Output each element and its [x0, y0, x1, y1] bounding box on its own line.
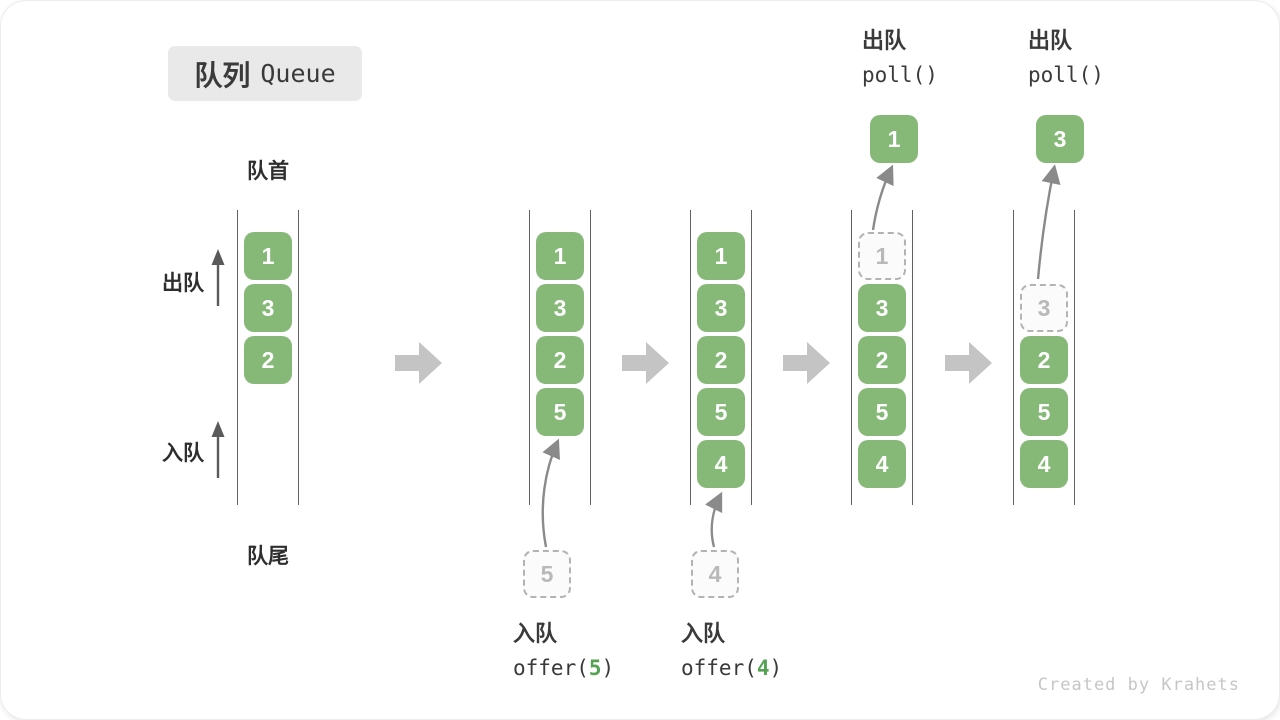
queue-container-5 — [1013, 210, 1075, 505]
op-call: offer(5) — [513, 651, 614, 685]
op-label-offer-4: 入队 offer(4) — [681, 617, 782, 685]
label-queue-front: 队首 — [247, 160, 289, 183]
call-open: offer( — [513, 656, 589, 680]
credit-watermark: Created by Krahets — [1037, 675, 1240, 695]
pending-cell: 4 — [691, 550, 739, 598]
title-badge: 队列 Queue — [168, 46, 362, 101]
label-queue-rear: 队尾 — [247, 545, 289, 568]
queue-cell: 5 — [1020, 388, 1068, 436]
op-call: offer(4) — [681, 651, 782, 685]
queue-cell: 3 — [697, 284, 745, 332]
label-enqueue: 入队 — [162, 442, 204, 465]
op-call: poll() — [862, 63, 938, 87]
queue-cell: 2 — [244, 336, 292, 384]
queue-cell: 1 — [536, 232, 584, 280]
queue-container-2 — [529, 210, 591, 505]
title-zh: 队列 — [194, 59, 251, 91]
step-arrow-2 — [622, 342, 669, 384]
title-en: Queue — [260, 59, 336, 88]
queue-cell: 2 — [858, 336, 906, 384]
op-label-poll-3: 出队 poll() — [1028, 24, 1104, 92]
enqueue-direction-arrow — [211, 421, 225, 478]
op-label-poll-1: 出队 poll() — [862, 24, 938, 92]
queue-cell: 1 — [697, 232, 745, 280]
ghost-cell: 3 — [1020, 284, 1068, 332]
dequeue-direction-arrow — [211, 249, 225, 306]
queue-cell: 2 — [697, 336, 745, 384]
queue-cell: 5 — [858, 388, 906, 436]
queue-cell: 3 — [244, 284, 292, 332]
op-action: 入队 — [681, 621, 726, 646]
step-arrow-1 — [395, 342, 442, 384]
queue-cell: 5 — [536, 388, 584, 436]
pending-cell: 5 — [523, 550, 571, 598]
call-arg: 5 — [588, 656, 602, 680]
ghost-cell: 1 — [858, 232, 906, 280]
queue-cell: 1 — [244, 232, 292, 280]
step-arrow-4 — [945, 342, 992, 384]
queue-container-3 — [690, 210, 752, 505]
call-close: ) — [769, 656, 783, 680]
label-dequeue: 出队 — [162, 272, 204, 295]
removed-cell: 3 — [1036, 115, 1084, 163]
op-action: 入队 — [513, 621, 558, 646]
op-call: poll() — [1028, 63, 1104, 87]
queue-cell: 2 — [536, 336, 584, 384]
queue-container-1 — [237, 210, 299, 505]
call-arg: 4 — [756, 656, 770, 680]
op-action: 出队 — [862, 28, 907, 53]
call-close: ) — [601, 656, 615, 680]
queue-container-4 — [851, 210, 913, 505]
queue-cell: 5 — [697, 388, 745, 436]
queue-cell: 2 — [1020, 336, 1068, 384]
step-arrow-3 — [783, 342, 830, 384]
queue-cell: 3 — [536, 284, 584, 332]
removed-cell: 1 — [870, 115, 918, 163]
queue-cell: 4 — [858, 440, 906, 488]
queue-cell: 3 — [858, 284, 906, 332]
op-action: 出队 — [1028, 28, 1073, 53]
op-label-offer-5: 入队 offer(5) — [513, 617, 614, 685]
queue-cell: 4 — [697, 440, 745, 488]
call-open: offer( — [681, 656, 757, 680]
queue-cell: 4 — [1020, 440, 1068, 488]
